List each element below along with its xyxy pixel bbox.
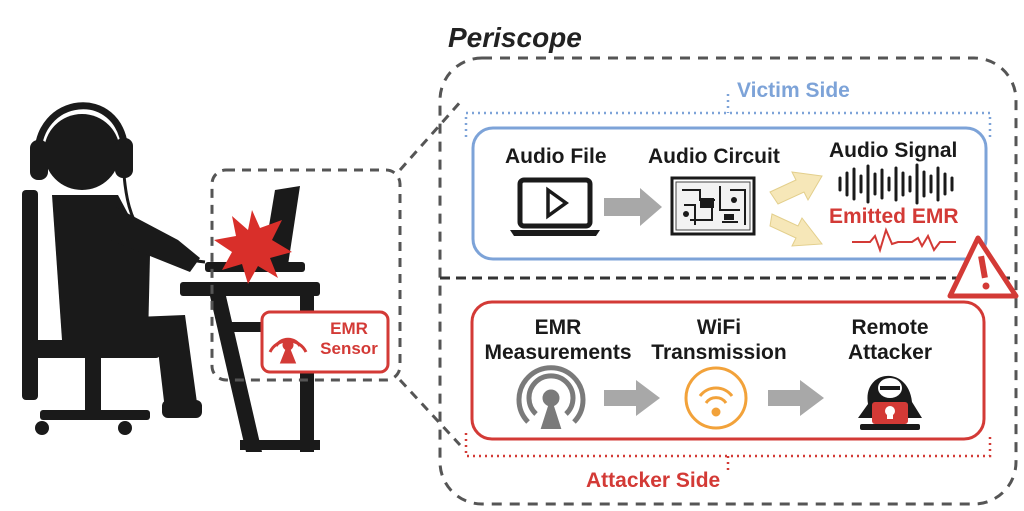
wifi-transmission-label: WiFi Transmission xyxy=(651,316,787,364)
sensor-antenna-icon xyxy=(268,337,308,364)
zoom-region-outline xyxy=(210,168,402,382)
remote-attacker-label: Remote Attacker xyxy=(847,316,933,364)
zoom-line-top xyxy=(398,99,464,171)
audio-waveform-icon xyxy=(838,163,954,205)
victim-bracket xyxy=(464,111,992,137)
diagram-title: Periscope xyxy=(448,22,582,53)
wifi-icon xyxy=(684,366,748,430)
emitted-emr-label: Emitted EMR xyxy=(829,205,959,228)
arrow-wifi-to-attacker xyxy=(768,380,824,416)
arrow-measure-to-wifi xyxy=(604,380,660,416)
emr-trace-icon xyxy=(852,227,956,254)
arrow-file-to-circuit xyxy=(604,188,662,226)
periscope-outline xyxy=(438,56,1018,506)
audio-file-label: Audio File xyxy=(505,145,607,168)
emr-antenna-icon xyxy=(516,365,586,429)
emission-burst-icon xyxy=(214,210,292,284)
emr-measurements-label: EMR Measurements xyxy=(484,316,632,364)
victim-side-label: Victim Side xyxy=(737,79,850,102)
attacker-side-label: Attacker Side xyxy=(586,469,721,492)
audio-file-laptop-icon xyxy=(510,177,600,236)
audio-circuit-board-icon xyxy=(670,176,756,236)
remote-attacker-icon xyxy=(858,375,922,430)
emr-sensor-label: EMR Sensor xyxy=(320,319,378,358)
arrow-circuit-to-signal xyxy=(769,171,823,205)
zoom-line-bottom xyxy=(398,378,462,447)
audio-signal-label: Audio Signal xyxy=(829,139,958,162)
person-at-desk-illustration xyxy=(22,102,320,452)
warning-icon xyxy=(947,235,1019,299)
attacker-bracket xyxy=(464,433,992,458)
audio-circuit-label: Audio Circuit xyxy=(648,145,780,168)
arrow-circuit-to-emr xyxy=(769,213,823,247)
